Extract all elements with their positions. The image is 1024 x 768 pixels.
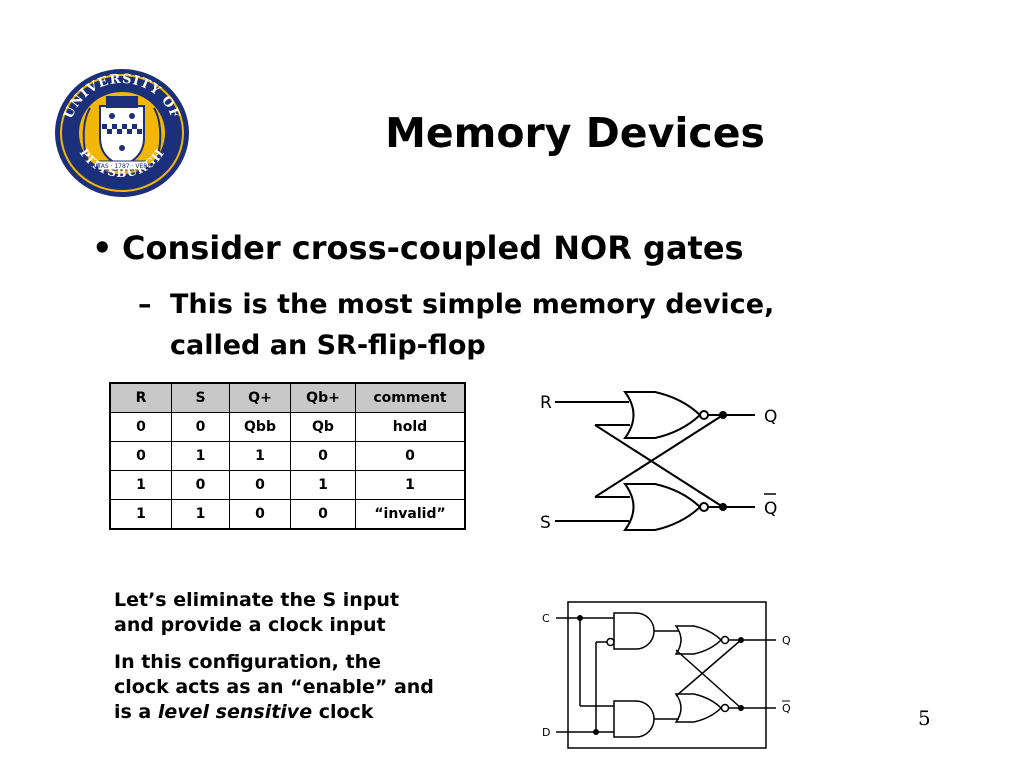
nor-gate-bottom-icon: [623, 483, 702, 531]
header-cell: R: [109, 382, 172, 413]
table-row: 1 0 0 1 1: [109, 470, 466, 500]
sr-flip-flop-diagram: R S Q Q: [540, 391, 777, 533]
sr-input-r-label: R: [540, 393, 552, 413]
table-cell: hold: [355, 412, 466, 442]
table-header-row: R S Q+ Qb+ comment: [109, 382, 466, 413]
table-cell: 0: [109, 412, 172, 442]
and-gate-top-icon: [613, 612, 655, 650]
page-number: 5: [918, 706, 931, 730]
clk-input-d-label: D: [542, 726, 550, 739]
table-row: 0 1 1 0 0: [109, 441, 466, 471]
emphasis-text: level sensitive: [157, 701, 313, 723]
table-cell: 1: [109, 470, 172, 500]
dash-icon: –: [138, 289, 152, 320]
table-cell: 1: [229, 441, 291, 471]
table-cell: 0: [229, 470, 291, 500]
clocked-latch-diagram: C D Q Q: [542, 601, 791, 749]
table-row: 0 0 Qbb Qb hold: [109, 412, 466, 442]
table-cell: 1: [290, 470, 356, 500]
nor-gate-top-icon: [623, 391, 702, 439]
university-logo: UNIVERSITY OF PITTSBURGH VERITAS · 1787 …: [55, 69, 189, 197]
sr-output-qbar-label: Q: [764, 499, 777, 519]
laurel-left: [82, 107, 91, 162]
sub-bullet-line1: This is the most simple memory device,: [170, 289, 775, 320]
clk-input-c-label: C: [542, 612, 550, 625]
header-cell: Qb+: [290, 382, 356, 413]
table-cell: 1: [109, 499, 172, 530]
header-cell: Q+: [229, 382, 291, 413]
bullet-text: Consider cross-coupled NOR gates: [122, 229, 744, 267]
slide-title: Memory Devices: [385, 109, 765, 157]
table-cell: 0: [290, 441, 356, 471]
table-cell: Qbb: [229, 412, 291, 442]
header-cell: comment: [355, 382, 466, 413]
table-cell: 1: [171, 499, 230, 530]
table-cell: 0: [355, 441, 466, 471]
clk-output-q-label: Q: [782, 634, 791, 647]
table-row: 1 1 0 0 “invalid”: [109, 499, 466, 530]
bullet-dot-icon: •: [92, 229, 113, 267]
table-cell: “invalid”: [355, 499, 466, 530]
and-gate-bottom-icon: [613, 700, 655, 738]
laurel-right: [153, 107, 162, 162]
sr-input-s-label: S: [540, 513, 551, 533]
logo-banner: VERITAS · 1787 · VERITAS: [84, 163, 161, 170]
table-cell: 1: [171, 441, 230, 471]
nor-gate-top-icon: [674, 625, 723, 655]
table-cell: 0: [171, 412, 230, 442]
clk-output-qbar-label: Q: [782, 702, 791, 715]
sub-bullet: –This is the most simple memory device, …: [138, 284, 938, 366]
sr-output-q-label: Q: [764, 407, 777, 427]
table-cell: 0: [229, 499, 291, 530]
bullet-item: •Consider cross-coupled NOR gates: [92, 226, 744, 270]
table-cell: 0: [109, 441, 172, 471]
nor-gate-bottom-icon: [674, 693, 723, 723]
truth-table: R S Q+ Qb+ comment 0 0 Qbb Qb hold 0 1 1…: [109, 382, 466, 530]
table-cell: Qb: [290, 412, 356, 442]
table-cell: 0: [290, 499, 356, 530]
table-cell: 1: [355, 470, 466, 500]
table-cell: 0: [171, 470, 230, 500]
sub-bullet-line2: called an SR-flip-flop: [170, 330, 486, 361]
shield-icon: [99, 105, 145, 168]
header-cell: S: [171, 382, 230, 413]
